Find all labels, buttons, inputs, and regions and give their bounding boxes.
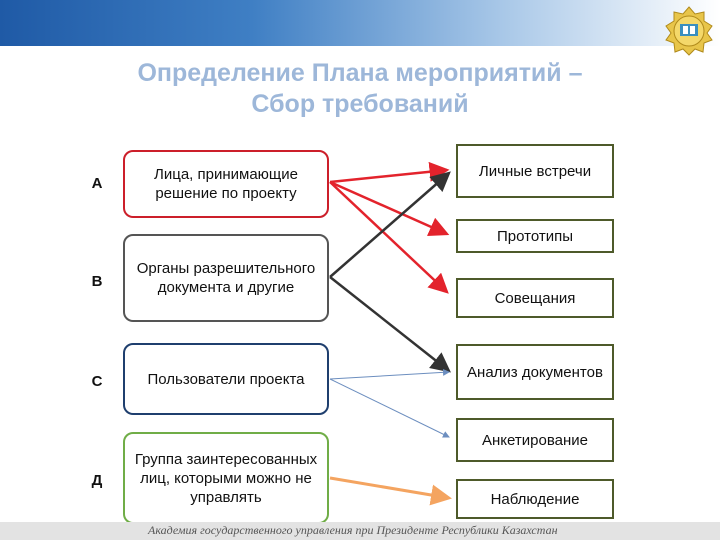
- row-label-a: А: [91, 175, 103, 192]
- method-box-meetings: Совещания: [456, 278, 614, 318]
- method-box-document-analysis: Анализ документов: [456, 344, 614, 400]
- title-line-1: Определение Плана мероприятий –: [137, 59, 583, 87]
- stakeholder-box-other-parties: Группа заинтересованных лиц, которыми мо…: [123, 432, 329, 524]
- row-label-c: С: [91, 373, 103, 390]
- arrow-d-to-observation: [329, 476, 452, 506]
- stakeholder-box-users: Пользователи проекта: [123, 343, 329, 415]
- arrow-a-to-meetings: [329, 181, 449, 294]
- stakeholder-box-authorities: Органы разрешительного документа и други…: [123, 234, 329, 322]
- header-bar: [0, 0, 720, 46]
- arrow-a-to-prototypes: [329, 180, 450, 237]
- arrow-c-to-document-analysis: [329, 368, 450, 380]
- method-text: Анкетирование: [482, 431, 588, 449]
- method-text: Прототипы: [496, 227, 573, 245]
- row-label-d: Д: [91, 472, 103, 489]
- stakeholder-text: Органы разрешительного документа и други…: [136, 260, 316, 296]
- stakeholder-text: Лица, принимающие решение по проекту: [154, 166, 298, 202]
- method-box-personal-meetings: Личные встречи: [456, 144, 614, 198]
- footer-text: Академия государственного управления при…: [148, 523, 558, 537]
- method-text: Наблюдение: [490, 490, 580, 508]
- title-line-2: Сбор требований: [251, 90, 469, 118]
- method-text: Личные встречи: [478, 162, 592, 180]
- footer-bar: Академия государственного управления при…: [0, 522, 720, 540]
- method-box-prototypes: Прототипы: [456, 219, 614, 253]
- arrow-c-to-survey: [329, 378, 450, 438]
- page-title: Определение Плана мероприятий – Сбор тре…: [0, 58, 720, 120]
- stakeholder-text: Группа заинтересованных лиц, которыми мо…: [134, 450, 318, 506]
- row-label-b: В: [91, 273, 103, 290]
- stakeholder-box-decision-makers: Лица, принимающие решение по проекту: [123, 150, 329, 218]
- arrow-b-to-personal-meetings: [329, 171, 451, 278]
- arrow-b-to-document-analysis: [329, 276, 451, 373]
- method-box-survey: Анкетирование: [456, 418, 614, 462]
- academy-logo-icon: [665, 6, 713, 56]
- method-text: Совещания: [494, 289, 576, 307]
- stakeholder-text: Пользователи проекта: [147, 370, 305, 388]
- method-text: Анализ документов: [467, 363, 603, 381]
- arrow-a-to-personal-meetings: [329, 161, 450, 184]
- method-box-observation: Наблюдение: [456, 479, 614, 519]
